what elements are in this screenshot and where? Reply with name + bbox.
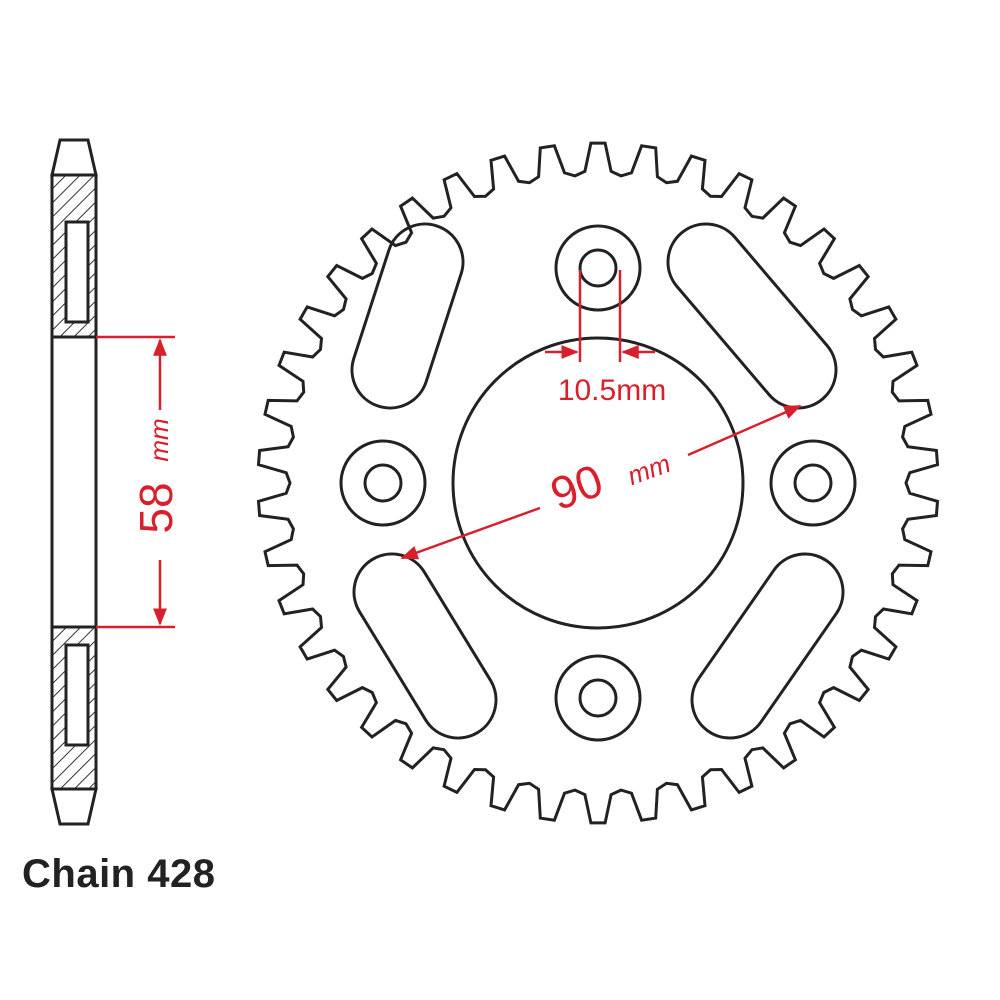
- slot-bottom-left: [352, 552, 498, 740]
- chain-label: Chain 428: [22, 852, 216, 896]
- profile-bottom-tooth: [50, 787, 98, 826]
- profile-hub: [50, 335, 98, 629]
- side-profile-view: [50, 138, 98, 826]
- bolt-hole-dimension: [545, 270, 655, 362]
- center-bore: [451, 336, 745, 630]
- bolt-circle-dimension: [400, 404, 802, 560]
- sprocket-front-view: [256, 141, 940, 825]
- bolt-hole-bottom: [554, 654, 642, 742]
- profile-lower-bolt: [64, 643, 90, 747]
- hub-width-dimension: [96, 335, 175, 629]
- slot-top-left: [350, 222, 465, 410]
- bolt-circle-arrow-left: [400, 506, 541, 560]
- bolt-hole-top: [554, 224, 642, 312]
- bolt-hole-label: 10.5mm: [558, 374, 666, 407]
- bolt-circle-arrow-right: [687, 404, 802, 457]
- hub-width-unit: mm: [144, 418, 174, 461]
- slot-bottom-right: [690, 552, 845, 740]
- profile-upper-bolt: [64, 220, 90, 324]
- bolt-hole-left: [339, 439, 427, 527]
- hub-width-value: 58: [130, 482, 182, 533]
- bolt-hole-right: [769, 439, 857, 527]
- profile-top-tooth: [50, 138, 98, 177]
